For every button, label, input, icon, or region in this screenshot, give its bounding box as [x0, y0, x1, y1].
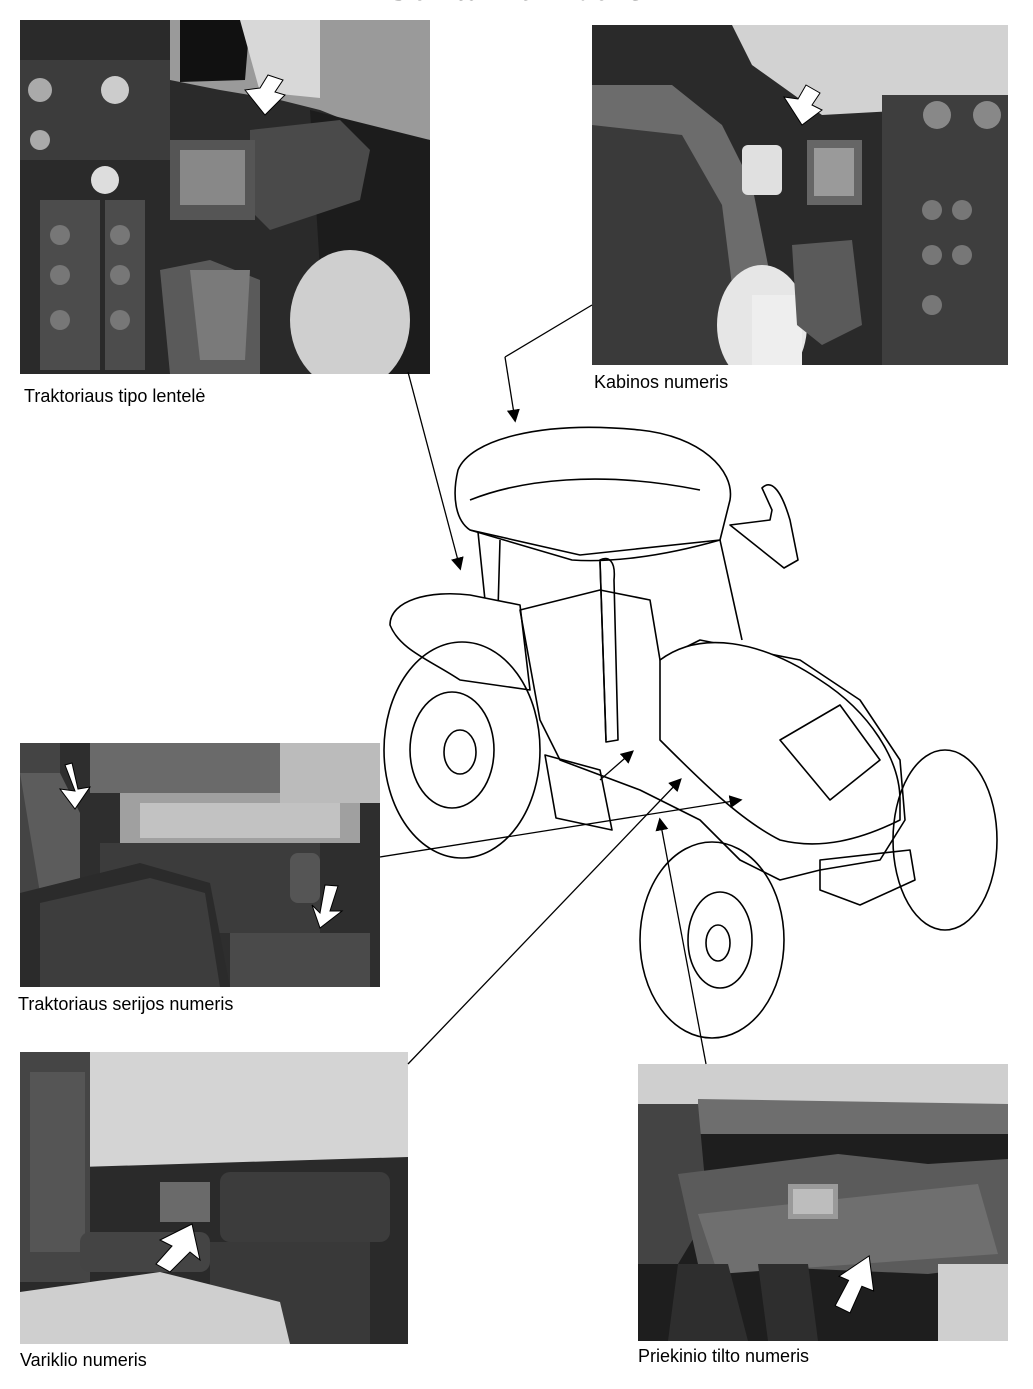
caption-tractor-type-plate: Traktoriaus tipo lentelė — [24, 386, 206, 406]
photo-cab-number — [592, 25, 1008, 365]
leader-serial-number — [379, 795, 743, 858]
photo-tractor-type-plate — [20, 20, 430, 374]
caption-tractor-serial-number: Traktoriaus serijos numeris — [18, 994, 234, 1014]
caption-engine-number: Variklio numeris — [20, 1350, 147, 1370]
leader-cab-number — [504, 356, 520, 423]
leader-engine-number — [407, 778, 682, 1065]
photo-engine-number — [20, 1052, 408, 1344]
leader-front-axle-number — [655, 817, 707, 1065]
tractor-drawing — [383, 426, 998, 1039]
photo-tractor-serial-number — [20, 743, 380, 987]
leader-lines — [379, 304, 743, 1065]
caption-cab-number: Kabinos numeris — [594, 372, 729, 392]
caption-front-axle-number: Priekinio tilto numeris — [638, 1346, 810, 1366]
photo-front-axle-number — [638, 1064, 1008, 1341]
page-heading: Serial numbers — [0, 0, 1033, 9]
leader-type-plate — [407, 371, 464, 571]
